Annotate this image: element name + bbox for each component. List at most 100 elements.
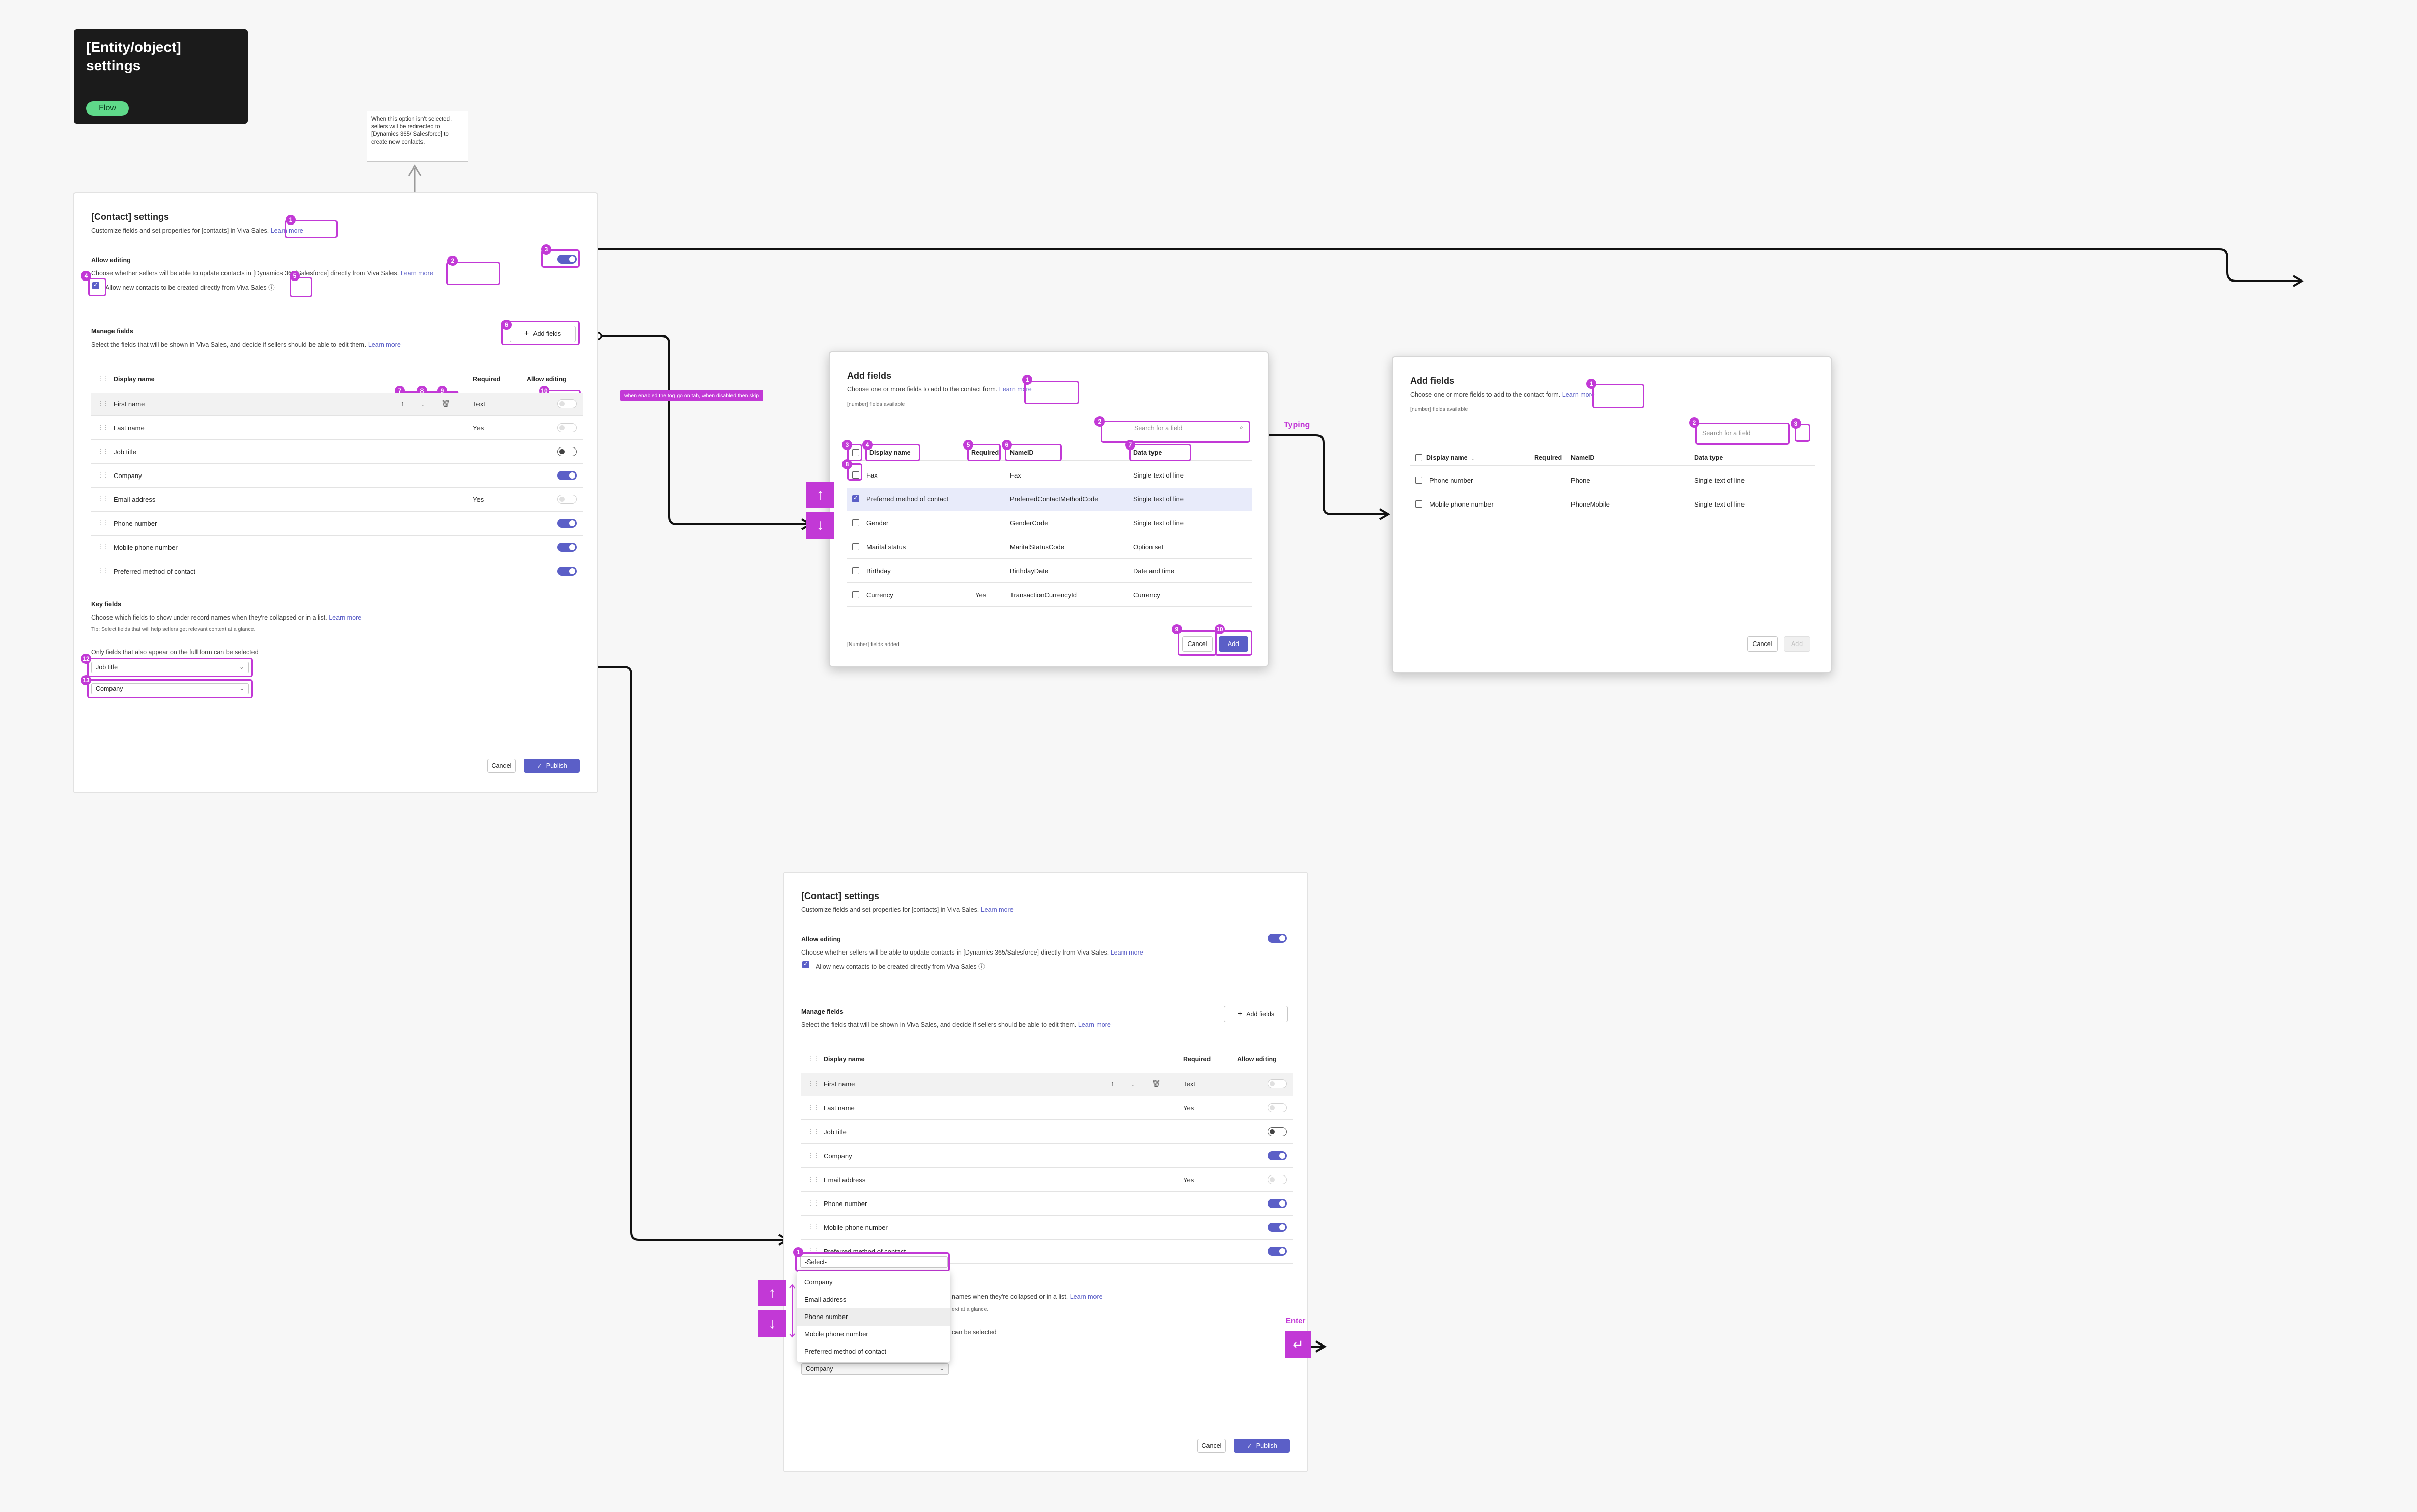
key-field-select-1[interactable]: -Select- xyxy=(800,1256,948,1268)
move-up-button[interactable]: ↑ xyxy=(758,1280,786,1306)
allow-editing-row-toggle[interactable] xyxy=(1268,1247,1287,1256)
allow-editing-row-toggle[interactable] xyxy=(557,423,577,432)
dropdown-option[interactable]: Company xyxy=(804,1278,833,1286)
delete-icon[interactable]: 🗑 xyxy=(441,399,451,407)
dropdown-option[interactable]: Email address xyxy=(804,1296,847,1303)
row-checkbox[interactable] xyxy=(852,494,859,502)
enter-label: Enter xyxy=(1286,1317,1306,1325)
drag-handle-icon[interactable]: ⋮⋮ xyxy=(97,447,109,455)
info-icon[interactable]: ⓘ xyxy=(268,284,275,291)
publish-button[interactable]: ✓Publish xyxy=(1234,1439,1290,1453)
add-button[interactable]: Add xyxy=(1784,636,1810,652)
key-field-select-2[interactable]: Company⌄ xyxy=(91,683,249,694)
learn-more-link[interactable]: Learn more xyxy=(400,270,433,277)
cancel-button[interactable]: Cancel xyxy=(487,759,516,773)
drag-handle-icon[interactable]: ⋮⋮ xyxy=(97,519,109,526)
learn-more-link[interactable]: Learn more xyxy=(368,341,401,348)
allow-editing-row-toggle[interactable] xyxy=(1268,1223,1287,1232)
allow-editing-row-toggle[interactable] xyxy=(1268,1079,1287,1088)
learn-more-link[interactable]: Learn more xyxy=(270,227,303,234)
add-fields-button[interactable]: + Add fields xyxy=(510,326,576,342)
row-checkbox[interactable] xyxy=(1415,500,1422,508)
allow-editing-row-toggle[interactable] xyxy=(1268,1127,1287,1136)
sort-down-icon[interactable]: ↓ xyxy=(1471,454,1475,461)
drag-handle-icon[interactable]: ⋮⋮ xyxy=(97,400,109,406)
dropdown-option[interactable]: Mobile phone number xyxy=(804,1330,868,1338)
allow-new-contacts-checkbox[interactable] xyxy=(802,960,809,968)
cancel-button[interactable]: Cancel xyxy=(1182,636,1213,652)
drag-handle-icon[interactable]: ⋮⋮ xyxy=(807,1199,819,1207)
allow-editing-row-toggle[interactable] xyxy=(557,519,577,528)
publish-button[interactable]: ✓Publish xyxy=(524,759,580,773)
info-icon[interactable]: ⓘ xyxy=(978,963,985,970)
allow-editing-row-toggle[interactable] xyxy=(1268,1103,1287,1112)
learn-more-link[interactable]: Learn more xyxy=(1562,391,1595,398)
annotation-box-1 xyxy=(795,1252,950,1272)
annotation-box-3 xyxy=(847,444,862,461)
chevron-down-icon: ⌄ xyxy=(239,663,244,670)
row-divider xyxy=(91,463,583,464)
enter-key-button[interactable]: ↵ xyxy=(1285,1331,1311,1358)
select-all-checkbox[interactable] xyxy=(1415,454,1422,461)
learn-more-link[interactable]: Learn more xyxy=(1078,1021,1111,1028)
drag-handle-icon[interactable]: ⋮⋮ xyxy=(97,471,109,479)
row-checkbox[interactable] xyxy=(852,471,859,479)
cancel-button[interactable]: Cancel xyxy=(1747,636,1778,652)
drag-handle-icon[interactable]: ⋮⋮ xyxy=(97,543,109,550)
row-divider xyxy=(91,535,583,536)
typing-label: Typing xyxy=(1284,421,1310,429)
add-button[interactable]: Add xyxy=(1219,636,1248,652)
allow-editing-row-toggle[interactable] xyxy=(557,447,577,456)
drag-handle-icon[interactable]: ⋮⋮ xyxy=(807,1128,819,1135)
allow-editing-row-toggle[interactable] xyxy=(1268,1199,1287,1208)
allow-editing-row-toggle[interactable] xyxy=(1268,1175,1287,1184)
allow-editing-toggle[interactable] xyxy=(1268,934,1287,943)
allow-new-contacts-checkbox[interactable] xyxy=(92,281,99,289)
drag-handle-icon[interactable]: ⋮⋮ xyxy=(807,1080,819,1086)
search-input[interactable]: Search for a field xyxy=(1698,429,1790,441)
learn-more-link[interactable]: Learn more xyxy=(1070,1293,1103,1300)
drag-handle-icon[interactable]: ⋮⋮ xyxy=(97,495,109,502)
drag-handle-icon[interactable]: ⋮⋮ xyxy=(807,1152,819,1159)
key-field-select-2[interactable]: Company⌄ xyxy=(801,1363,949,1375)
allow-editing-row-toggle[interactable] xyxy=(557,471,577,480)
allow-editing-row-toggle[interactable] xyxy=(1268,1151,1287,1160)
move-down-icon[interactable]: ↓ xyxy=(1131,1079,1135,1087)
dropdown-option[interactable]: Phone number xyxy=(797,1308,950,1326)
move-up-icon[interactable]: ↑ xyxy=(401,399,404,407)
row-checkbox[interactable] xyxy=(852,519,859,526)
drag-handle-icon[interactable]: ⋮⋮ xyxy=(807,1175,819,1183)
move-down-button[interactable]: ↓ xyxy=(758,1310,786,1337)
allow-editing-row-toggle[interactable] xyxy=(557,543,577,552)
learn-more-link[interactable]: Learn more xyxy=(1110,949,1143,956)
table-row-name: Phone number xyxy=(114,520,157,527)
row-checkbox[interactable] xyxy=(1415,477,1422,484)
move-down-icon[interactable]: ↓ xyxy=(421,399,425,407)
row-checkbox[interactable] xyxy=(852,591,859,598)
move-up-icon[interactable]: ↑ xyxy=(1111,1079,1114,1087)
drag-handle-icon[interactable]: ⋮⋮ xyxy=(97,567,109,574)
add-fields-button[interactable]: + Add fields xyxy=(1224,1006,1288,1022)
row-checkbox[interactable] xyxy=(852,543,859,550)
key-field-select-1[interactable]: Job title⌄ xyxy=(91,662,249,673)
allow-editing-row-toggle[interactable] xyxy=(557,399,577,408)
allow-editing-row-toggle[interactable] xyxy=(557,495,577,504)
allow-editing-row-toggle[interactable] xyxy=(557,567,577,576)
drag-handle-icon[interactable]: ⋮⋮ xyxy=(807,1104,819,1111)
move-up-button[interactable]: ↑ xyxy=(806,482,834,508)
learn-more-link[interactable]: Learn more xyxy=(329,614,362,621)
delete-icon[interactable]: 🗑 xyxy=(1151,1079,1161,1087)
dropdown-option[interactable]: Preferred method of contact xyxy=(804,1348,887,1355)
key-fields-note: Only fields that also appear on the full… xyxy=(91,649,259,656)
learn-more-link[interactable]: Learn more xyxy=(980,906,1014,913)
drag-handle-icon[interactable]: ⋮⋮ xyxy=(97,424,109,431)
select-all-checkbox[interactable] xyxy=(852,449,859,456)
learn-more-link[interactable]: Learn more xyxy=(999,386,1032,393)
row-checkbox[interactable] xyxy=(852,567,859,574)
add-fields-search-dialog: Add fields Choose one or more fields to … xyxy=(1392,356,1832,673)
move-down-button[interactable]: ↓ xyxy=(806,512,834,539)
allow-editing-toggle[interactable] xyxy=(557,255,577,264)
search-input[interactable]: Search for a field ⌕ xyxy=(1111,424,1245,436)
cancel-button[interactable]: Cancel xyxy=(1197,1439,1226,1453)
drag-handle-icon[interactable]: ⋮⋮ xyxy=(807,1223,819,1230)
